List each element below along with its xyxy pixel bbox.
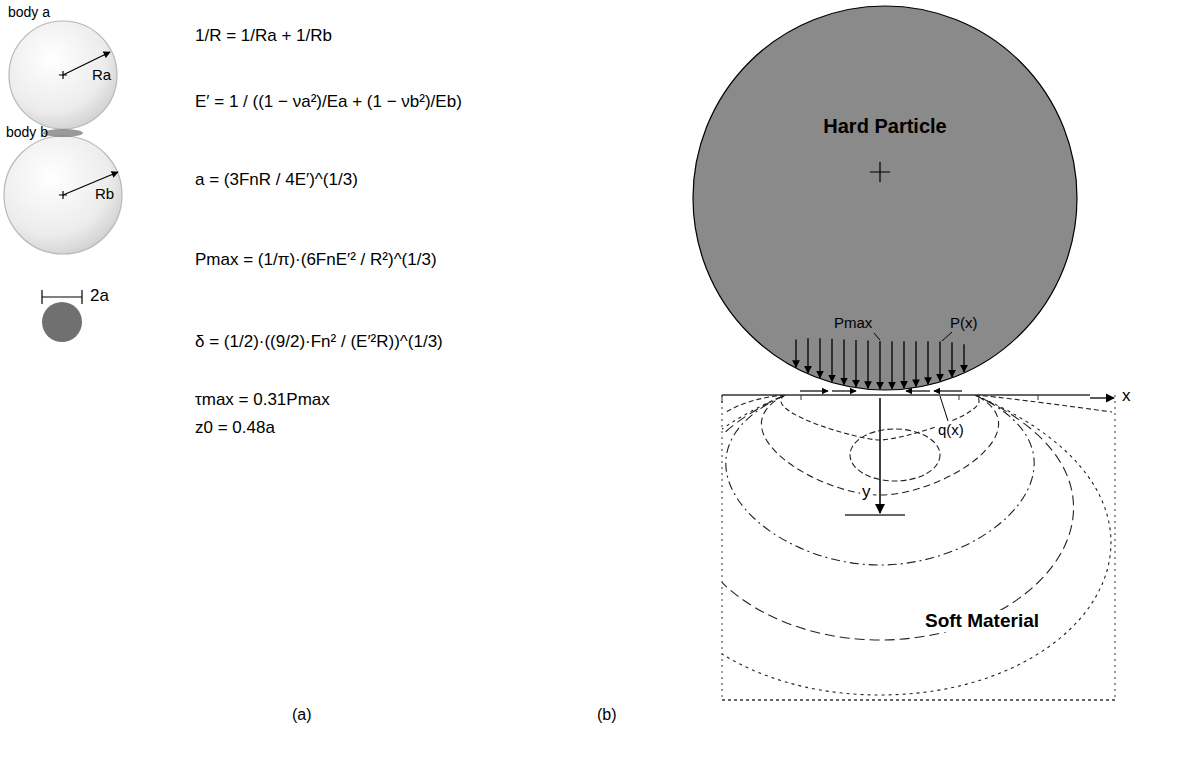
contour-line: [850, 429, 940, 481]
pressure-arrow: [843, 339, 844, 384]
pressure-arrow: [807, 338, 808, 373]
sphere-body: Rb: [3, 135, 123, 255]
axis-label: y: [860, 482, 873, 502]
pressure-arrow: [963, 344, 964, 372]
load-label: P(x): [950, 314, 978, 331]
pressure-arrow: [951, 342, 952, 377]
center-mark: [870, 162, 890, 182]
hard-particle: Hard Particle: [692, 5, 1078, 391]
load-label: Pmax: [834, 314, 872, 331]
dimension-line: [42, 290, 82, 304]
shear-arrow: [934, 390, 962, 391]
pressure-arrow: [855, 340, 856, 387]
formula: δ = (1/2)·((9/2)·Fn² / (E′²R))^(1/3): [195, 332, 443, 352]
pressure-arrow: [795, 340, 796, 368]
pressure-arrow: [939, 342, 940, 381]
pressure-arrow: [891, 341, 892, 389]
soft-material-region: Soft Material: [722, 395, 1115, 700]
contour-line: [722, 395, 1074, 640]
leader-line: [940, 396, 948, 421]
leader-line: [874, 333, 880, 340]
y-axis-arrow: [879, 398, 881, 513]
contour-line: [722, 395, 1111, 695]
pressure-arrow: [879, 341, 880, 389]
contour-line: [761, 395, 998, 495]
figure-caption: (a): [292, 706, 312, 724]
body-label: body a: [8, 4, 50, 20]
load-label: q(x): [936, 421, 966, 438]
body-label: body b: [6, 124, 48, 140]
formula: E′ = 1 / ((1 − νa²)/Ea + (1 − νb²)/Eb): [195, 92, 462, 112]
leader-line: [942, 332, 952, 341]
figure-caption: (b): [597, 706, 617, 724]
formula: τmax = 0.31Pmax: [195, 390, 330, 410]
shear-arrow: [906, 390, 930, 391]
formula: a = (3FnR / 4E′)^(1/3): [195, 170, 358, 190]
center-mark: [59, 71, 67, 79]
radius-label: Ra: [92, 66, 111, 83]
pressure-arrow: [819, 338, 820, 377]
dimension-label: 2a: [90, 286, 109, 306]
radius-label: Rb: [95, 185, 114, 202]
stress-contours: [722, 395, 1112, 695]
shear-arrow: [832, 390, 856, 391]
hard-particle-outline: [692, 5, 1078, 391]
x-axis-arrow: [1090, 397, 1114, 398]
pressure-arrow: [831, 339, 832, 382]
contour-line: [975, 395, 1112, 412]
shear-arrow: [800, 390, 828, 391]
contour-line: [726, 395, 1034, 565]
formula: 1/R = 1/Ra + 1/Rb: [195, 26, 332, 46]
radius-arrow: [63, 52, 110, 75]
formula: Pmax = (1/π)·(6FnE′² / R²)^(1/3): [195, 250, 437, 270]
axis-label: x: [1120, 386, 1133, 406]
formula: z0 = 0.48a: [195, 418, 275, 438]
contact-patch: [43, 129, 83, 137]
plot-frame: [722, 395, 1115, 700]
pressure-arrow: [903, 341, 904, 388]
contact-area: [42, 302, 82, 342]
radius-arrow: [63, 172, 118, 195]
contour-line: [726, 395, 785, 412]
pressure-arrow: [915, 341, 916, 386]
material-label: Hard Particle: [823, 115, 946, 138]
material-label: Soft Material: [922, 610, 1042, 632]
sphere-body: Ra: [8, 20, 118, 130]
pressure-arrow: [867, 341, 868, 389]
pressure-arrow: [927, 341, 928, 384]
contour-line: [781, 395, 979, 440]
center-mark: [59, 191, 67, 199]
